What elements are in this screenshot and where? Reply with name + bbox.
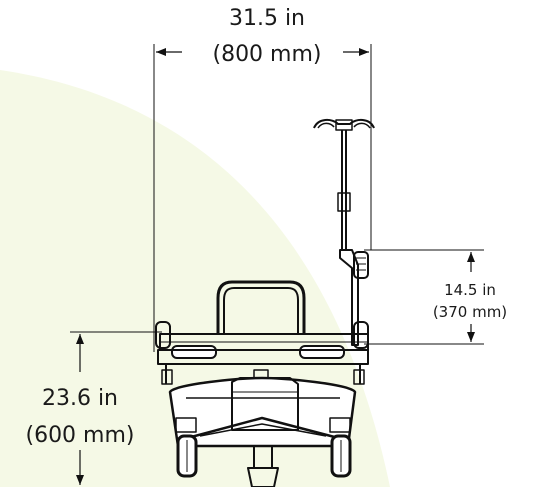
- width-dimension: 31.5 in (800 mm): [153, 6, 372, 352]
- push-handle: [216, 280, 306, 335]
- iv-pole-metric-label: (370 mm): [433, 303, 507, 321]
- stretcher-drawing: [155, 118, 375, 487]
- deck-frame: [155, 321, 369, 385]
- right-caster: [329, 417, 352, 478]
- width-metric-label: (800 mm): [212, 42, 321, 67]
- deck-height-metric-label: (600 mm): [25, 423, 134, 448]
- deck-height-imperial-label: 23.6 in: [42, 386, 118, 411]
- left-caster: [175, 417, 198, 478]
- width-imperial-label: 31.5 in: [229, 6, 305, 31]
- deck-height-dimension: 23.6 in (600 mm): [25, 331, 162, 485]
- iv-pole-height-dimension: 14.5 in (370 mm): [364, 249, 507, 345]
- center-column: [247, 445, 279, 487]
- base-frame: [168, 369, 357, 448]
- iv-pole-imperial-label: 14.5 in: [444, 281, 496, 299]
